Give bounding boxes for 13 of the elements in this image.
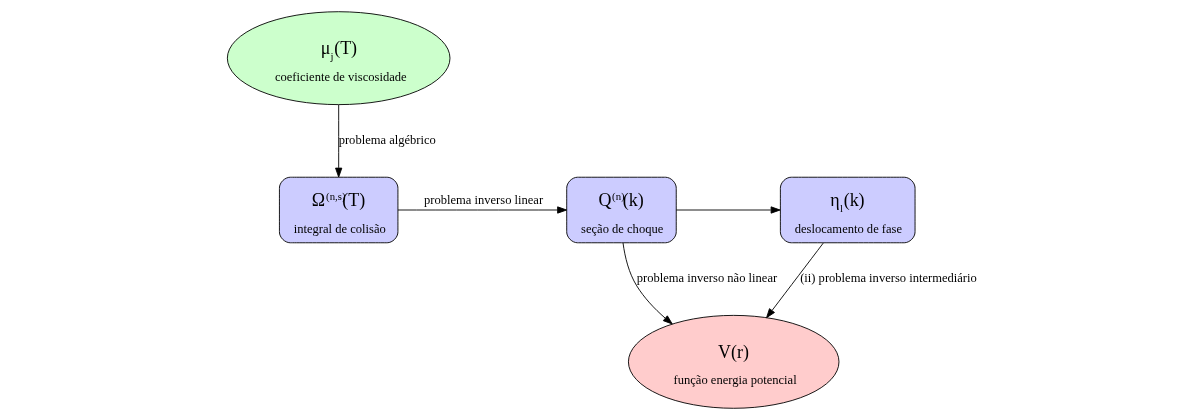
arrow [397, 206, 567, 214]
edge-label: problema inverso não linear [636, 271, 777, 286]
node-box: η$_{l}$(k) deslocamento de fase [779, 176, 915, 244]
edge-label: (ii) problema inverso intermediário [799, 271, 977, 286]
arrow [675, 206, 781, 214]
node-box: Q$^{(n)}$(k) seção de choque [565, 176, 677, 244]
edge-label: problema inverso linear [423, 192, 543, 207]
node-box: Ω$^{(n,s)}$(T) integral de colisão [278, 176, 398, 244]
arrow [622, 242, 673, 325]
node-ellipse: μ$_{j}$(T) coeficiente de viscosidade [226, 11, 450, 106]
arrow [765, 242, 824, 319]
arrow [334, 104, 342, 178]
edge-label: problema algébrico [338, 133, 436, 148]
